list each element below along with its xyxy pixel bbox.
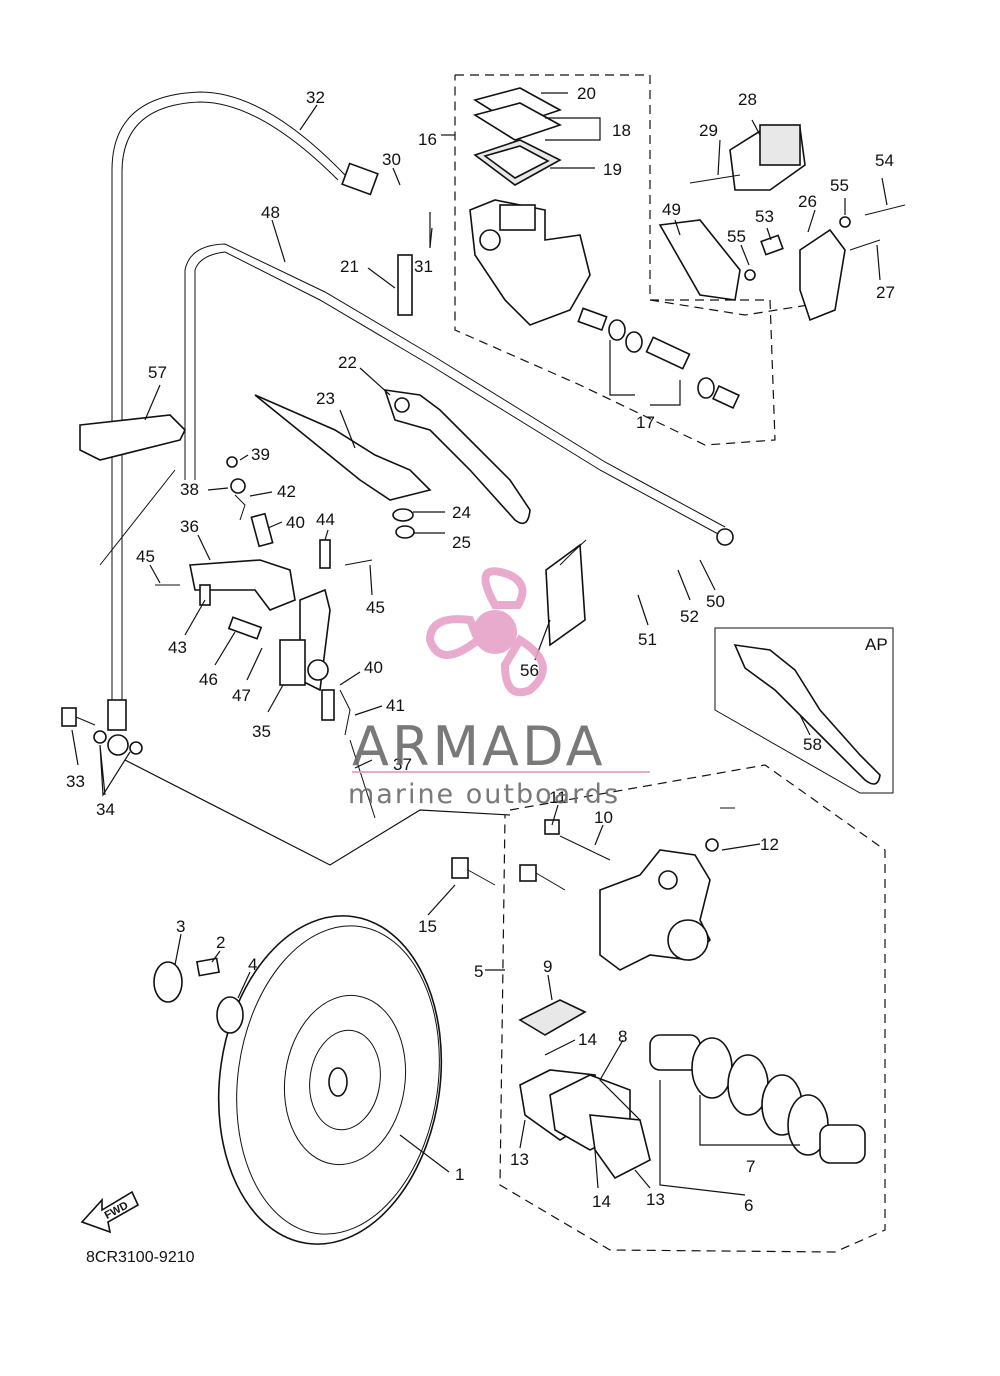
brake-switch (689, 124, 806, 191)
callout-37: 37 (393, 755, 412, 774)
assembly-boundaries (454, 74, 886, 1253)
callout-45b: 45 (366, 598, 385, 617)
callout-56: 56 (520, 661, 539, 680)
watermark-brand: ARMADA (352, 715, 606, 778)
callout-1: 1 (455, 1165, 464, 1184)
brake-lever-assembly (254, 254, 531, 539)
callout-40a: 40 (286, 513, 305, 532)
callout-48: 48 (261, 203, 280, 222)
master-cylinder-boundary (454, 74, 776, 446)
ap-lever-box: AP (714, 627, 894, 794)
callout-29: 29 (699, 121, 718, 140)
forward-arrow: FWD (80, 1190, 140, 1234)
callout-25: 25 (452, 533, 471, 552)
callout-55a: 55 (830, 176, 849, 195)
footrest-bracket (658, 204, 906, 322)
piston-kit (577, 307, 740, 410)
callout-54: 54 (875, 151, 894, 170)
ap-label: AP (865, 635, 888, 654)
leader-lines (71, 92, 888, 1196)
callout-21: 21 (340, 257, 359, 276)
callout-32: 32 (306, 88, 325, 107)
callout-49: 49 (662, 200, 681, 219)
part-56 (545, 539, 587, 647)
callout-11: 11 (549, 788, 567, 807)
diagram-code: 8CR3100-9210 (86, 1249, 195, 1266)
callout-44: 44 (316, 510, 335, 529)
callout-43: 43 (168, 638, 187, 657)
watermark-tagline: marine outboards (348, 779, 620, 810)
callout-33: 33 (66, 772, 85, 791)
linkage-cluster (79, 414, 376, 819)
callout-31: 31 (414, 257, 433, 276)
callout-8: 8 (618, 1027, 627, 1046)
brake-cable (184, 243, 734, 546)
callout-50: 50 (706, 592, 725, 611)
propeller-logo (425, 567, 547, 697)
callout-19: 19 (603, 160, 622, 179)
callout-35: 35 (252, 722, 271, 741)
master-cylinder (469, 87, 740, 410)
callout-42: 42 (277, 482, 296, 501)
callout-58: 58 (803, 735, 822, 754)
fwd-label: FWD (103, 1200, 131, 1222)
lever-bracket-boundary (649, 299, 841, 316)
callout-20: 20 (577, 84, 596, 103)
callout-26: 26 (798, 192, 817, 211)
watermark: ARMADA marine outboards (348, 567, 650, 810)
callout-numbers: 1 2 3 4 5 6 7 8 9 10 11 12 13 13 14 14 1… (66, 84, 895, 1215)
callout-2: 2 (216, 933, 225, 952)
callout-10: 10 (594, 808, 613, 827)
callout-39: 39 (251, 445, 270, 464)
callout-5: 5 (474, 962, 483, 981)
callout-52: 52 (680, 607, 699, 626)
callout-47: 47 (232, 686, 251, 705)
callout-23: 23 (316, 389, 335, 408)
callout-4: 4 (248, 955, 257, 974)
callout-46: 46 (199, 670, 218, 689)
callout-22: 22 (338, 353, 357, 372)
callout-28: 28 (738, 90, 757, 109)
callout-40b: 40 (364, 658, 383, 677)
callout-7: 7 (746, 1157, 755, 1176)
callout-41: 41 (386, 696, 405, 715)
callout-36: 36 (180, 517, 199, 536)
callout-14a: 14 (578, 1030, 597, 1049)
callout-51: 51 (638, 630, 657, 649)
caliper (518, 849, 866, 1180)
callout-6: 6 (744, 1196, 753, 1215)
callout-24: 24 (452, 503, 471, 522)
callout-34: 34 (96, 800, 115, 819)
callout-45a: 45 (136, 547, 155, 566)
callout-14b: 14 (592, 1192, 611, 1211)
callout-16: 16 (418, 130, 437, 149)
callout-15: 15 (418, 917, 437, 936)
caliper-boundary (499, 764, 886, 1253)
callout-18: 18 (612, 121, 631, 140)
callout-38: 38 (180, 480, 199, 499)
callout-30: 30 (382, 150, 401, 169)
bolts (61, 707, 735, 891)
callout-9: 9 (543, 957, 552, 976)
callout-55b: 55 (727, 227, 746, 246)
callout-53: 53 (755, 207, 774, 226)
brake-disc (153, 915, 443, 1245)
callout-57: 57 (148, 363, 167, 382)
brake-hose (107, 91, 379, 756)
callout-13a: 13 (510, 1150, 529, 1169)
callout-3: 3 (176, 917, 185, 936)
callout-27: 27 (876, 283, 895, 302)
callout-17: 17 (636, 413, 655, 432)
callout-12: 12 (760, 835, 779, 854)
callout-13b: 13 (646, 1190, 665, 1209)
